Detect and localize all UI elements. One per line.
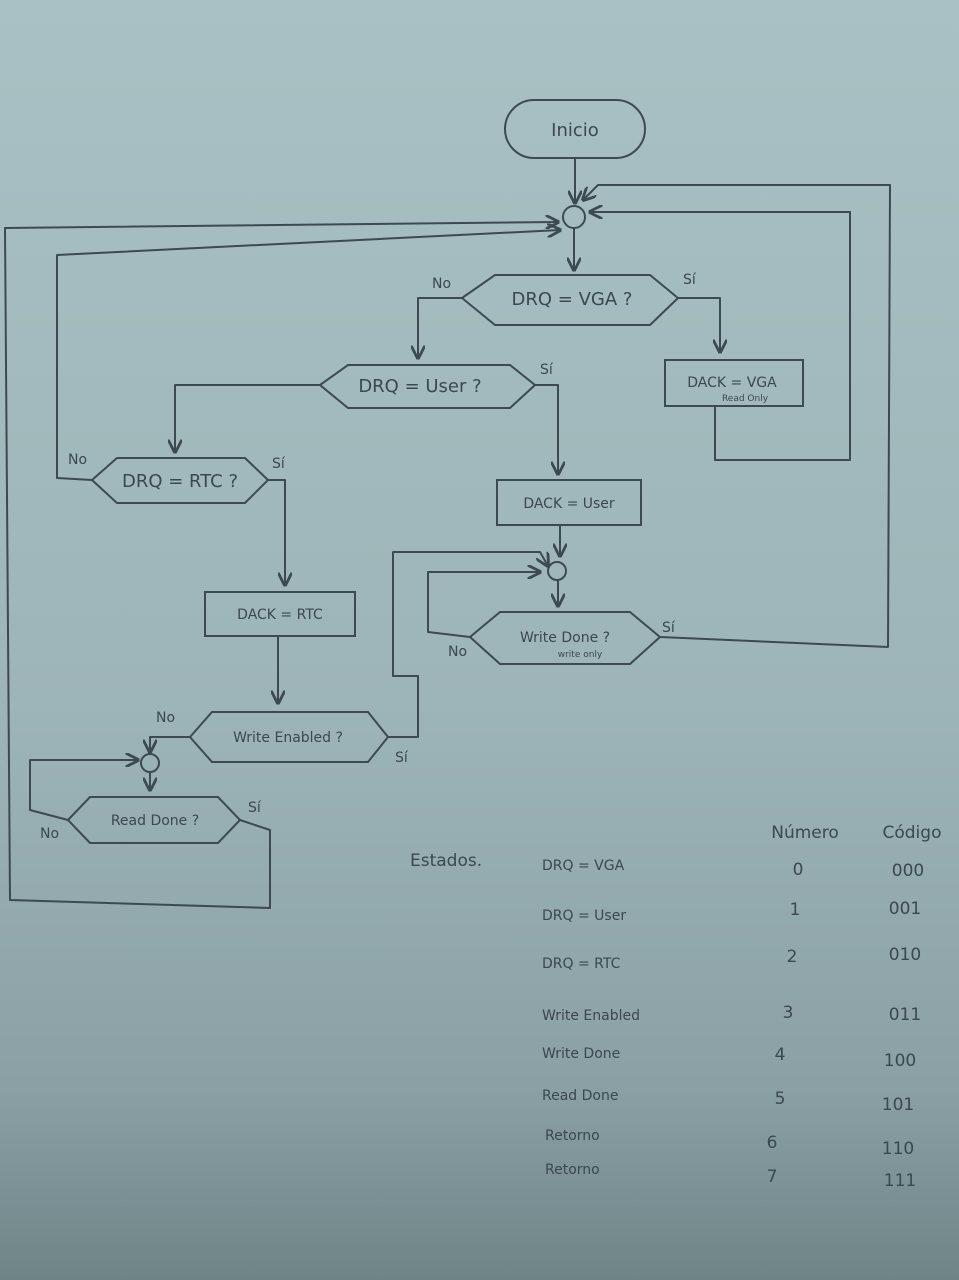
state-row-code: 100 <box>884 1051 916 1071</box>
state-row-name: DRQ = User <box>542 908 626 924</box>
decision-write-done-note: write only <box>558 650 603 660</box>
state-row-name: Retorno <box>545 1162 600 1178</box>
process-dack-user <box>496 479 642 526</box>
state-row-number: 6 <box>767 1133 778 1153</box>
label-write-done-yes: Sí <box>662 620 676 636</box>
label-user-yes: Sí <box>540 362 554 378</box>
decision-user-label: DRQ = User ? <box>358 376 481 397</box>
state-row-number: 7 <box>767 1167 778 1187</box>
state-row-name: Write Done <box>542 1046 620 1062</box>
state-row-name: DRQ = RTC <box>542 956 621 972</box>
state-row-name: Retorno <box>545 1128 600 1144</box>
label-read-done-no: No <box>40 826 59 842</box>
state-row-number: 1 <box>790 900 801 920</box>
label-vga-yes: Sí <box>683 272 697 288</box>
state-row-name: Read Done <box>542 1088 618 1104</box>
state-row-number: 4 <box>775 1045 786 1065</box>
state-row-code: 110 <box>882 1139 914 1159</box>
decision-write-enabled-label: Write Enabled ? <box>233 730 343 746</box>
process-dack-rtc-label: DACK = RTC <box>237 607 323 623</box>
states-table: Estados. Número Código DRQ = VGA 0 000 D… <box>410 823 941 1191</box>
decision-rtc-label: DRQ = RTC ? <box>122 471 238 492</box>
state-row-number: 3 <box>783 1003 794 1023</box>
label-rtc-no: No <box>68 452 87 468</box>
process-dack-vga-note: Read Only <box>722 394 769 404</box>
state-row-code: 111 <box>884 1171 916 1191</box>
label-write-enabled-no: No <box>156 710 175 726</box>
state-row-code: 101 <box>882 1095 914 1115</box>
decision-read-done-label: Read Done ? <box>111 813 199 829</box>
state-row-name: Write Enabled <box>542 1008 640 1024</box>
state-row-code: 000 <box>892 861 924 881</box>
process-dack-vga-label: DACK = VGA <box>687 375 777 391</box>
state-row-number: 2 <box>787 947 798 967</box>
state-row-code: 011 <box>889 1005 921 1025</box>
label-write-enabled-yes: Sí <box>395 750 409 766</box>
states-header-code: Código <box>883 823 942 843</box>
decision-write-done-label: Write Done ? <box>520 630 610 646</box>
label-vga-no: No <box>432 276 451 292</box>
process-dack-vga <box>664 359 804 407</box>
state-row-number: 0 <box>793 860 804 880</box>
process-dack-user-label: DACK = User <box>523 496 615 512</box>
decision-vga-label: DRQ = VGA ? <box>512 289 633 310</box>
start-label: Inicio <box>551 120 599 141</box>
state-row-code: 001 <box>889 899 921 919</box>
process-dack-rtc <box>204 591 356 637</box>
states-header-number: Número <box>771 823 839 843</box>
label-rtc-yes: Sí <box>272 456 286 472</box>
state-row-code: 010 <box>889 945 921 965</box>
junction-user <box>547 561 567 581</box>
states-title: Estados. <box>410 851 482 871</box>
label-read-done-yes: Sí <box>248 800 262 816</box>
state-row-number: 5 <box>775 1089 786 1109</box>
state-row-name: DRQ = VGA <box>542 858 625 874</box>
label-write-done-no: No <box>448 644 467 660</box>
junction-top <box>562 205 586 229</box>
junction-rtc <box>140 753 160 773</box>
